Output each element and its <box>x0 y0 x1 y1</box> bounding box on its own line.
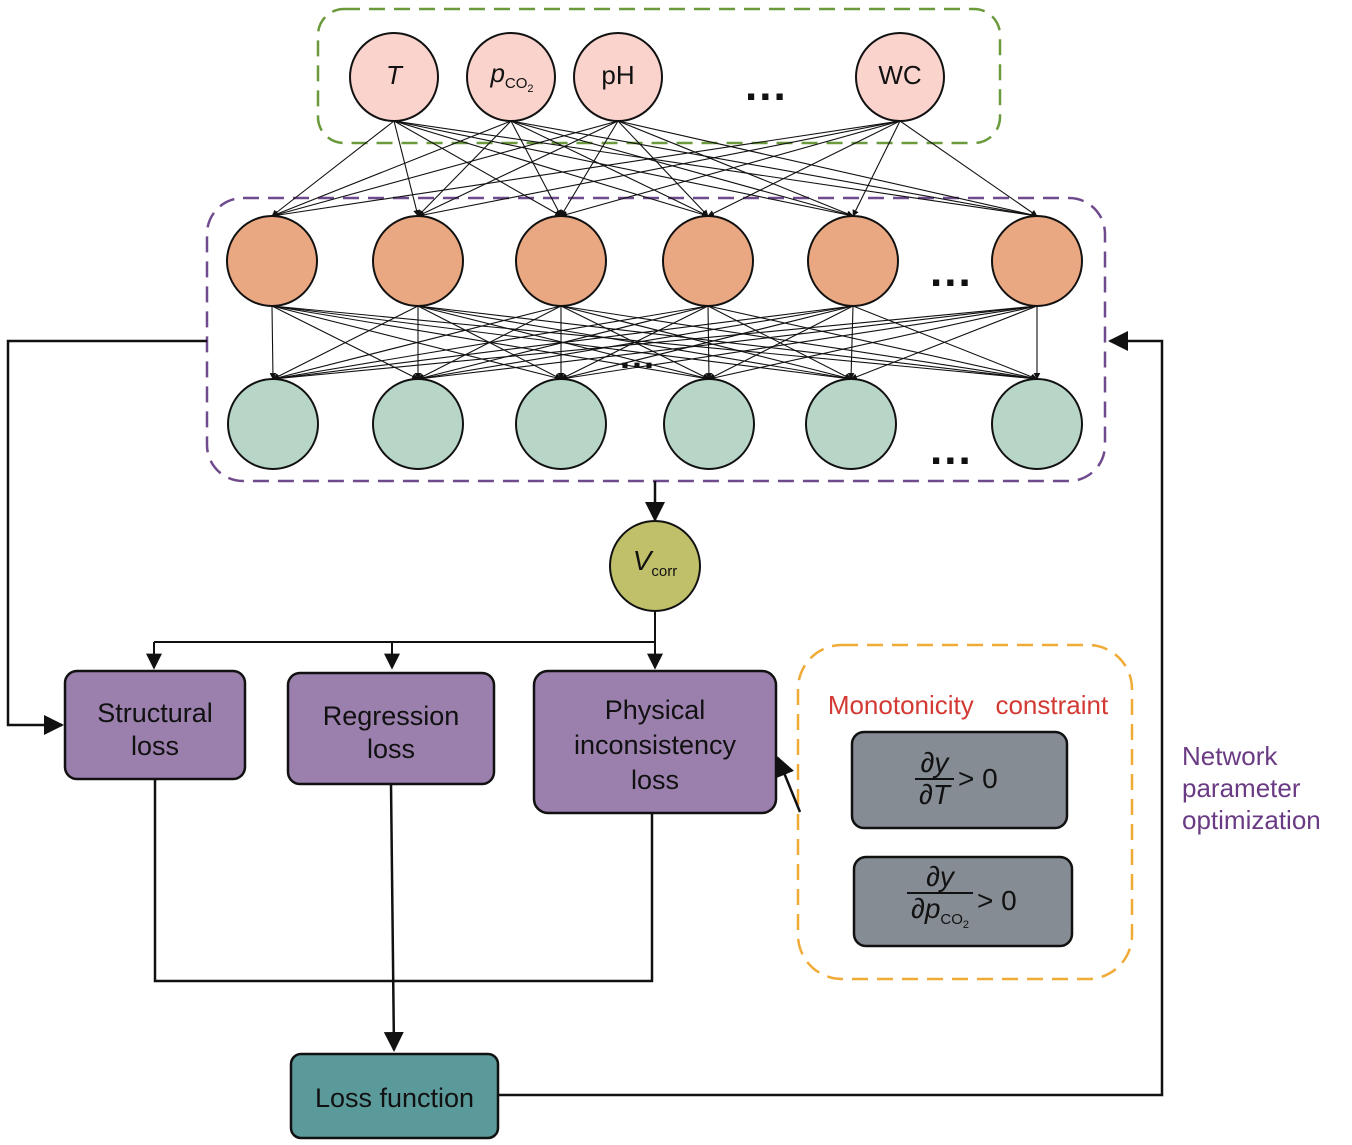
connection-line <box>510 120 709 217</box>
formula-box-dpco2 <box>852 855 1074 948</box>
physical-inconsistency-loss-box <box>532 669 778 815</box>
connection-line <box>271 120 395 217</box>
connection-line <box>899 120 1038 217</box>
connection-line <box>560 305 854 381</box>
input-node-pco2 <box>466 32 556 122</box>
connection-line <box>393 120 1038 219</box>
input-label-wc: WC <box>878 60 922 90</box>
connection-line <box>617 120 1038 218</box>
connection-line <box>617 120 709 217</box>
connection-line <box>271 120 512 217</box>
hidden2-node <box>515 378 607 470</box>
feedback-line <box>498 331 1164 1097</box>
connection-line <box>393 120 562 217</box>
connection-line <box>417 120 619 217</box>
connection-line <box>393 120 420 217</box>
output-label-vcorr: Vcorr <box>632 545 678 580</box>
loss-function-label: Loss function <box>314 1083 475 1113</box>
input-layer-frame <box>316 7 1002 145</box>
input-ellipsis: ... <box>745 61 788 110</box>
connection-line <box>560 305 1038 382</box>
hidden1-node <box>991 215 1083 307</box>
input-label-t: T <box>386 60 402 90</box>
structure-feed-line <box>6 339 207 735</box>
connection-line <box>707 305 852 380</box>
formula-dy-dpco2: ∂y∂pCO2 > 0 <box>907 862 1017 940</box>
connection-line <box>393 120 709 218</box>
hidden1-node <box>807 215 899 307</box>
connection-line <box>510 120 854 218</box>
connection-line <box>510 120 562 217</box>
input-label-ph: pH <box>601 60 635 90</box>
connection-line <box>269 305 277 380</box>
connection-line <box>272 305 709 382</box>
connection-line <box>852 120 901 217</box>
connections-ellipsis: ... <box>620 335 657 376</box>
connection-line <box>417 305 854 382</box>
hidden2-ellipsis: ... <box>930 425 973 474</box>
constraint-frame <box>796 643 1134 981</box>
connection-line <box>708 305 854 380</box>
constraint-title: Monotonicity constraint <box>827 690 1109 720</box>
connection-line <box>393 120 854 219</box>
formula-box-dt <box>850 730 1069 830</box>
hidden2-node <box>372 378 464 470</box>
connection-line <box>272 305 562 381</box>
hidden2-node <box>805 378 897 470</box>
input-to-hidden-connections <box>271 120 1038 219</box>
hidden1-ellipsis: ... <box>930 247 973 296</box>
connection-line <box>417 120 512 217</box>
input-node-wc <box>855 32 945 122</box>
connection-line <box>847 305 855 380</box>
connection-line <box>850 305 1038 380</box>
connection-line <box>510 120 1038 219</box>
connection-line <box>707 120 901 217</box>
connection-line <box>617 120 854 217</box>
hidden-to-hidden-connections <box>269 305 1041 382</box>
hidden-layer-2 <box>227 378 1083 470</box>
hidden1-node <box>662 215 754 307</box>
formula-dy-dt: ∂y∂T > 0 <box>915 748 998 810</box>
hidden2-node <box>663 378 755 470</box>
hidden1-node <box>515 215 607 307</box>
constraint-arrow <box>775 756 802 813</box>
hidden1-node <box>226 215 318 307</box>
hidden2-node <box>991 378 1083 470</box>
hidden1-node <box>372 215 464 307</box>
loss-merge-lines <box>153 779 654 1052</box>
connection-line <box>272 305 419 380</box>
hidden2-node <box>227 378 319 470</box>
input-label-pco2: pCO2 <box>490 58 534 95</box>
input-node-t <box>349 32 439 122</box>
connection-line <box>271 120 901 219</box>
input-node-ph <box>573 32 663 122</box>
output-distribution-lines <box>146 611 663 670</box>
connection-line <box>417 120 901 219</box>
connection-line <box>560 120 901 218</box>
connection-line <box>708 305 1038 381</box>
connection-line <box>272 305 854 382</box>
connection-line <box>272 305 1038 382</box>
connection-line <box>417 305 1038 382</box>
hidden-layer-1 <box>226 215 1083 307</box>
connection-line <box>271 120 619 218</box>
